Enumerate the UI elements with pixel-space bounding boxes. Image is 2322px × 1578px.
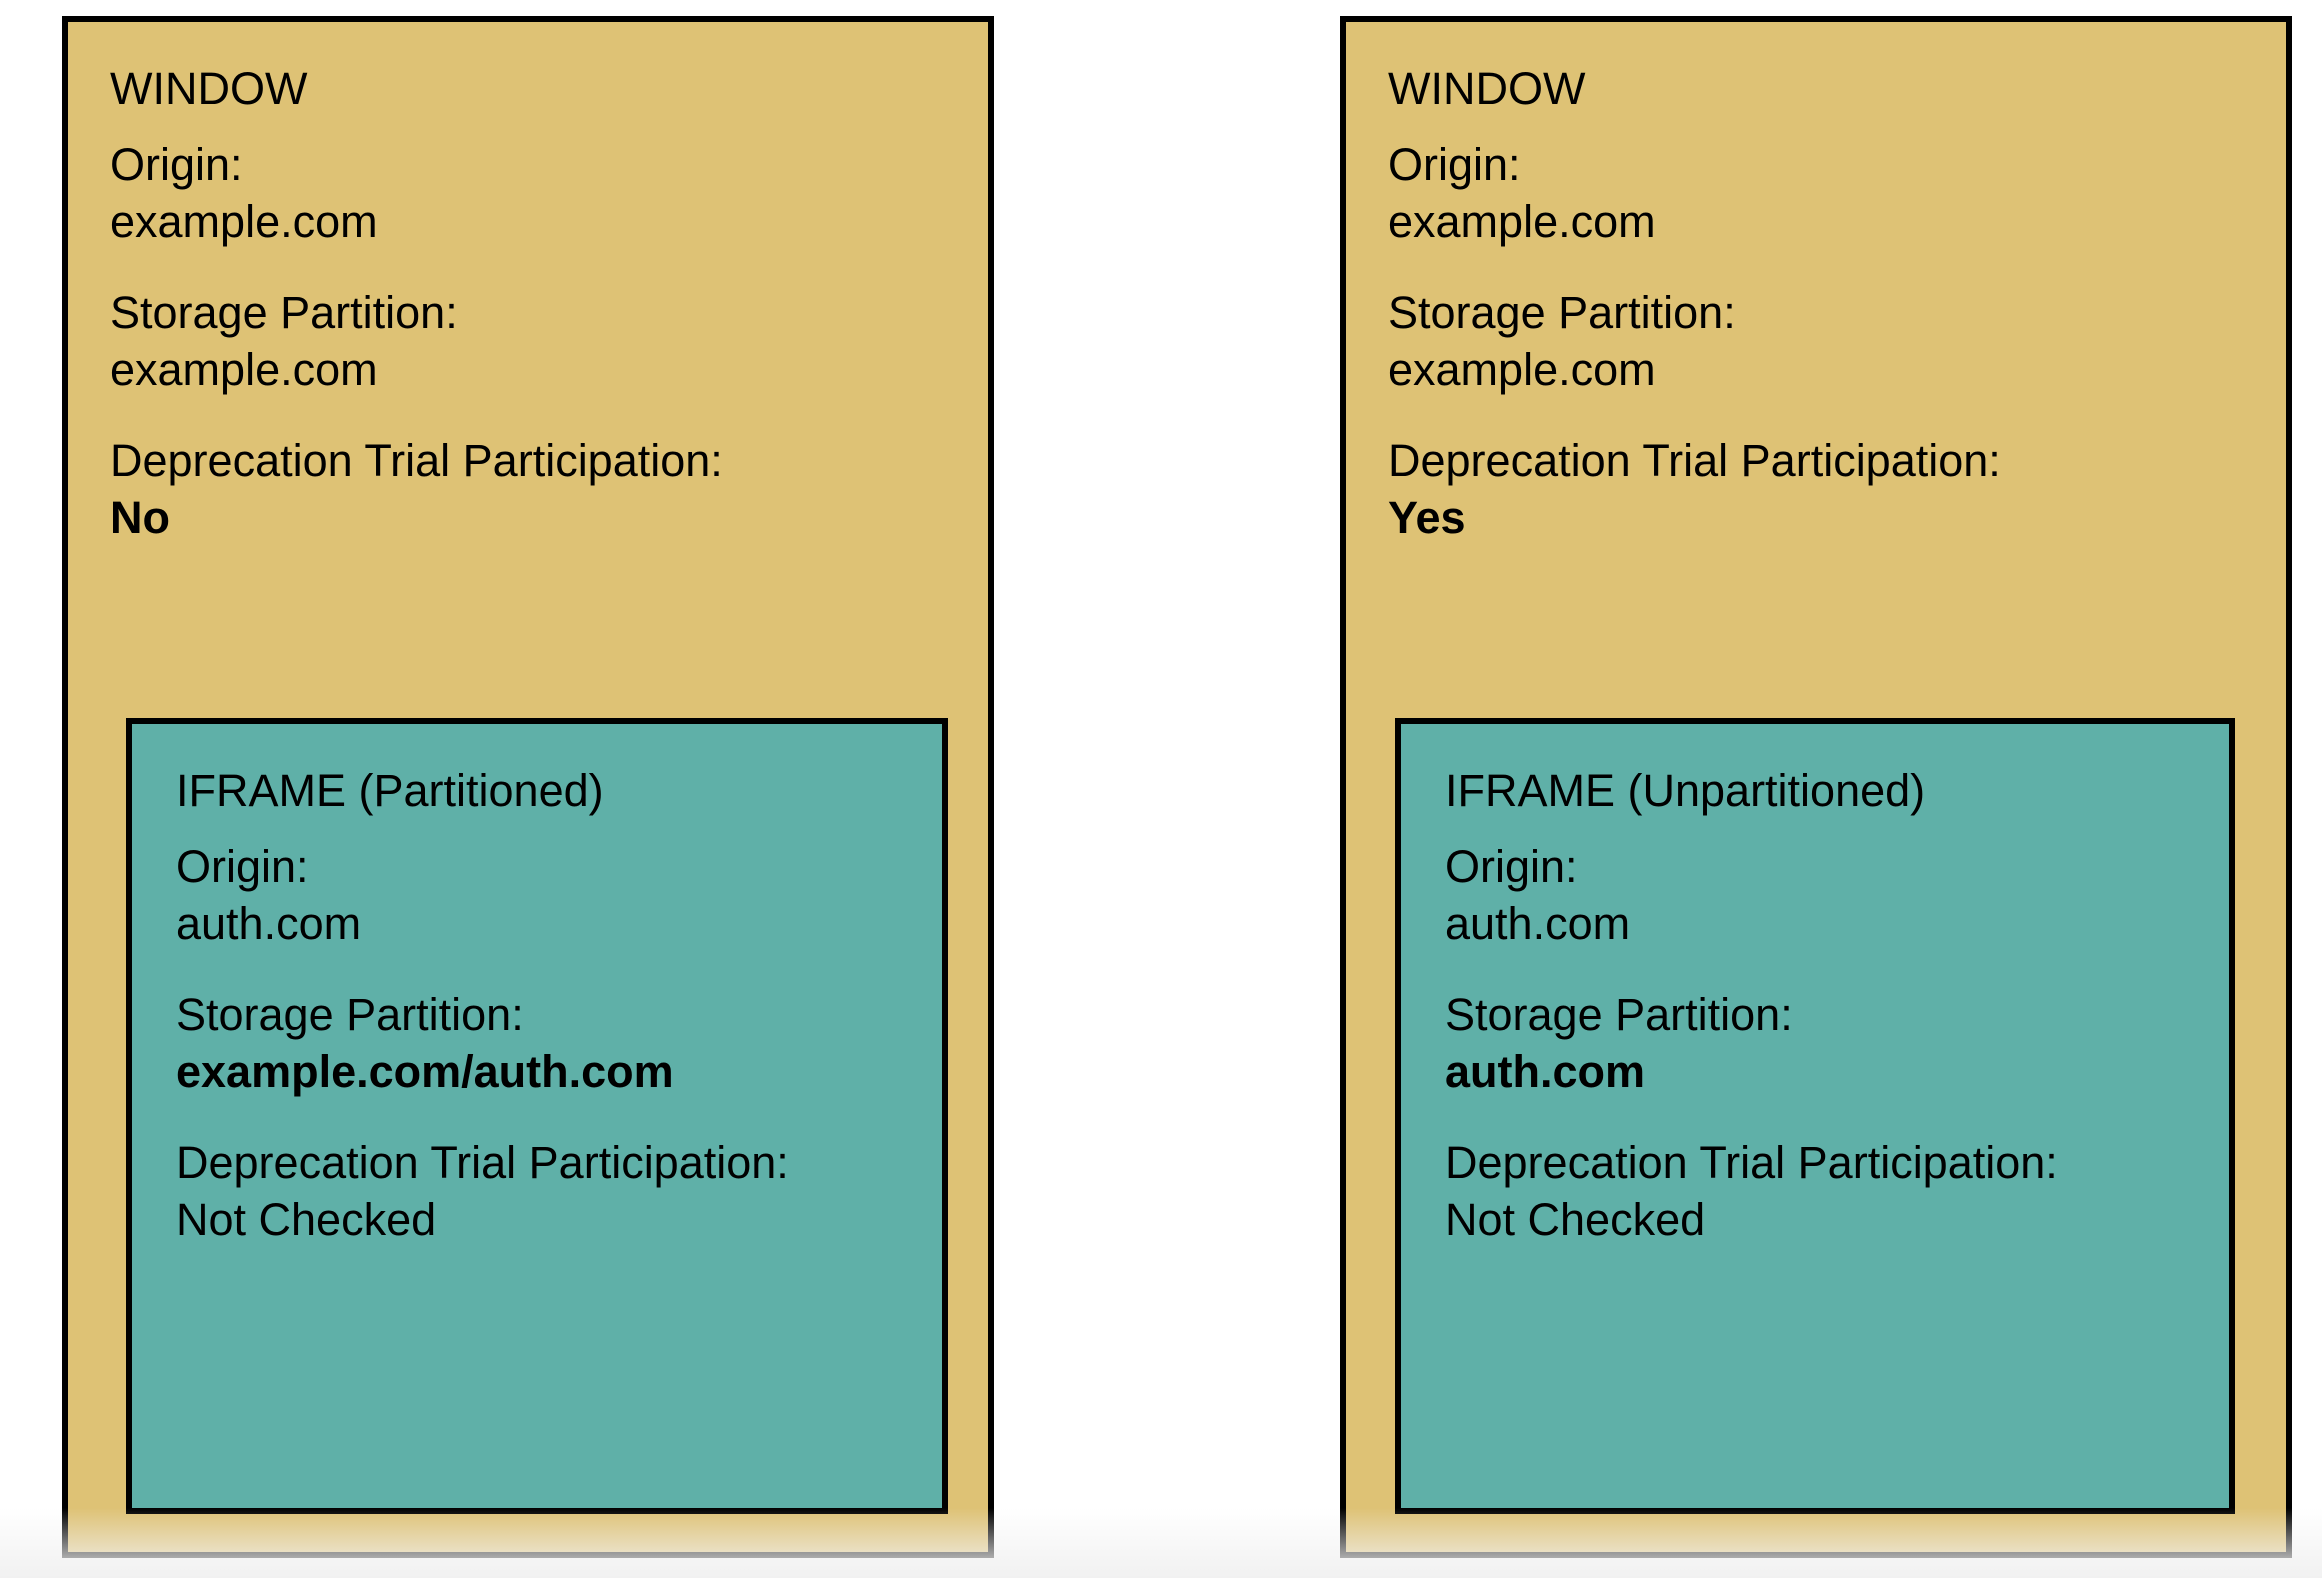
window-title-right: WINDOW [1388, 63, 1586, 114]
iframe-fields-right: Origin: auth.com Storage Partition: auth… [1445, 844, 2219, 1242]
field-value: Not Checked [176, 1194, 437, 1245]
field-value: Not Checked [1445, 1194, 1706, 1245]
iframe-title-right: IFRAME (Unpartitioned) [1445, 765, 1926, 816]
window-fields-left: Origin: example.com Storage Partition: e… [110, 142, 978, 540]
field-deprecation-trial-participation: Deprecation Trial Participation: Yes [1388, 438, 2276, 540]
field-origin: Origin: example.com [1388, 142, 2276, 244]
iframe-title-left: IFRAME (Partitioned) [176, 765, 604, 816]
field-storage-partition: Storage Partition: auth.com [1445, 992, 2219, 1094]
field-label: Storage Partition: [1445, 989, 1793, 1040]
field-value: example.com/auth.com [176, 1046, 674, 1097]
field-value: example.com [1388, 196, 1656, 247]
field-origin: Origin: auth.com [176, 844, 932, 946]
field-deprecation-trial-participation: Deprecation Trial Participation: No [110, 438, 978, 540]
field-label: Deprecation Trial Participation: [1388, 435, 2001, 486]
field-label: Deprecation Trial Participation: [1445, 1137, 2058, 1188]
field-label: Origin: [1445, 841, 1578, 892]
field-label: Origin: [110, 139, 243, 190]
window-box-left: WINDOW Origin: example.com Storage Parti… [62, 16, 994, 1558]
window-title-left: WINDOW [110, 63, 308, 114]
field-value: No [110, 492, 170, 543]
field-deprecation-trial-participation: Deprecation Trial Participation: Not Che… [1445, 1140, 2219, 1242]
iframe-fields-left: Origin: auth.com Storage Partition: exam… [176, 844, 932, 1242]
field-label: Deprecation Trial Participation: [110, 435, 723, 486]
field-value: example.com [110, 196, 378, 247]
field-value: example.com [110, 344, 378, 395]
window-fields-right: Origin: example.com Storage Partition: e… [1388, 142, 2276, 540]
field-label: Origin: [1388, 139, 1521, 190]
iframe-box-right: IFRAME (Unpartitioned) Origin: auth.com … [1395, 718, 2235, 1514]
field-label: Storage Partition: [176, 989, 524, 1040]
field-value: auth.com [176, 898, 362, 949]
field-label: Storage Partition: [1388, 287, 1736, 338]
field-value: example.com [1388, 344, 1656, 395]
field-deprecation-trial-participation: Deprecation Trial Participation: Not Che… [176, 1140, 932, 1242]
field-origin: Origin: example.com [110, 142, 978, 244]
field-value: auth.com [1445, 1046, 1646, 1097]
field-storage-partition: Storage Partition: example.com [110, 290, 978, 392]
field-label: Storage Partition: [110, 287, 458, 338]
field-label: Deprecation Trial Participation: [176, 1137, 789, 1188]
field-value: Yes [1388, 492, 1466, 543]
window-box-right: WINDOW Origin: example.com Storage Parti… [1340, 16, 2292, 1558]
field-storage-partition: Storage Partition: example.com/auth.com [176, 992, 932, 1094]
field-value: auth.com [1445, 898, 1631, 949]
field-label: Origin: [176, 841, 309, 892]
field-storage-partition: Storage Partition: example.com [1388, 290, 2276, 392]
field-origin: Origin: auth.com [1445, 844, 2219, 946]
iframe-box-left: IFRAME (Partitioned) Origin: auth.com St… [126, 718, 948, 1514]
